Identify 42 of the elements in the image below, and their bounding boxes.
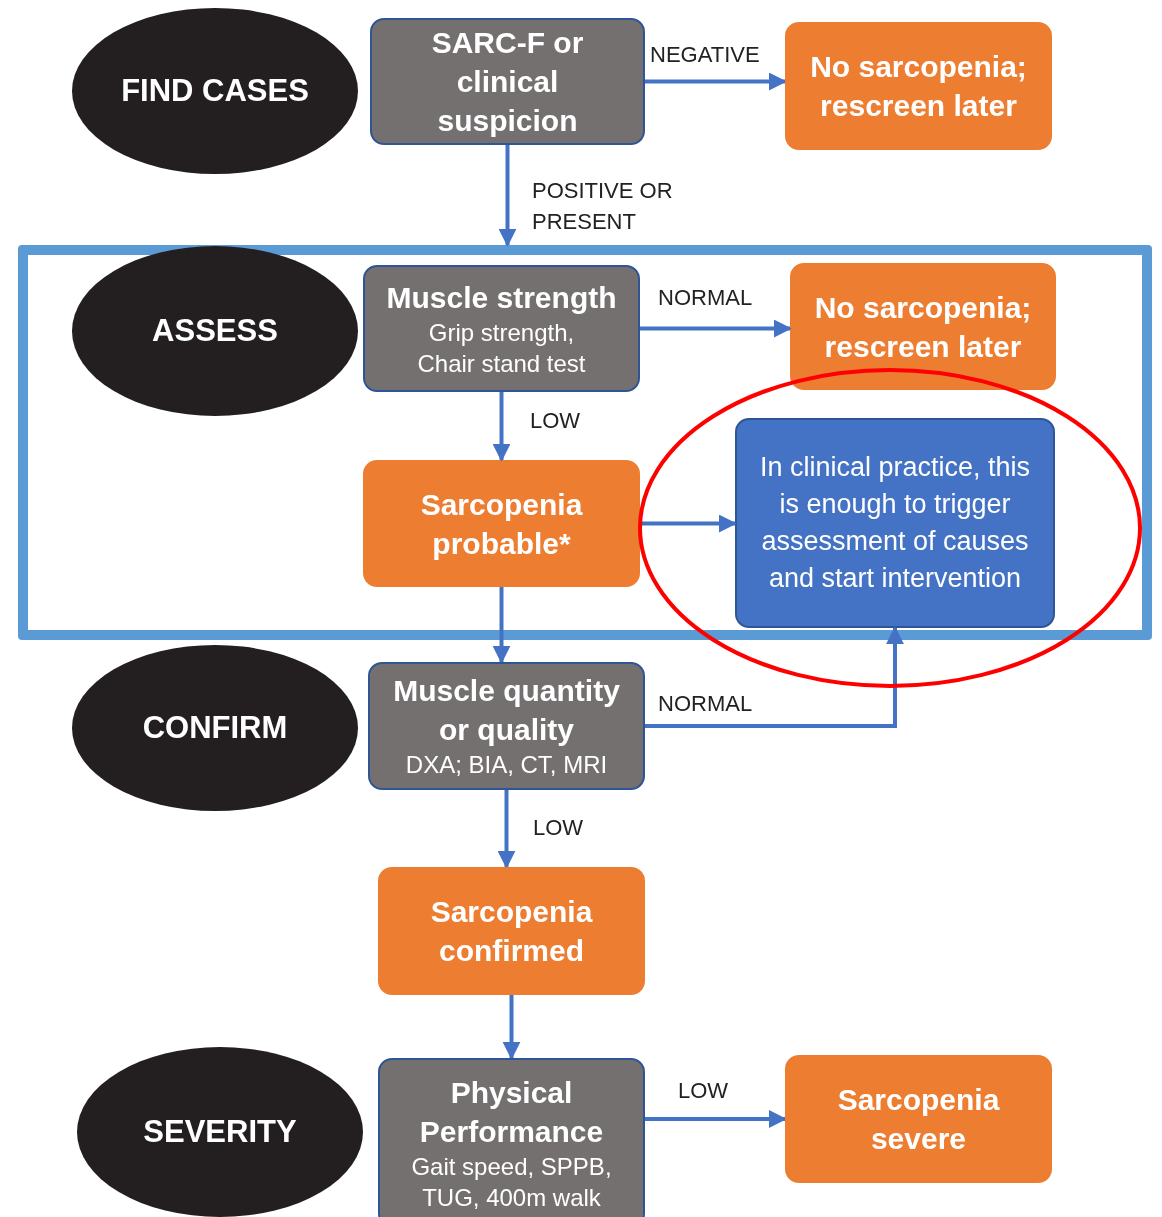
arrow xyxy=(492,392,511,462)
box-detail: Grip strength, Chair stand test xyxy=(416,317,587,379)
box-heading: Sarcopenia probable* xyxy=(419,486,584,562)
arrow xyxy=(645,72,787,91)
arrow xyxy=(640,514,737,533)
arrow xyxy=(640,319,792,338)
outcome-box xyxy=(378,867,645,995)
box-heading: Sarcopenia confirmed xyxy=(429,894,594,969)
note-text: In clinical practice, this is enough to trigger assessment of causes and start intervention xyxy=(758,450,1032,596)
box-heading: No sarcopenia; rescreen later xyxy=(809,49,1028,124)
outcome-box xyxy=(363,460,640,587)
box-heading: SARC-F or clinical suspicion xyxy=(430,25,585,139)
stage-label: SEVERITY xyxy=(143,1114,297,1150)
stage-ellipse xyxy=(72,645,358,811)
outcome-box xyxy=(790,263,1056,390)
stage-label: ASSESS xyxy=(152,313,278,349)
process-box xyxy=(378,1058,645,1217)
arrow xyxy=(497,790,516,869)
outcome-box xyxy=(785,1055,1052,1183)
box-heading: Muscle strength xyxy=(386,279,617,316)
box-detail: DXA; BIA, CT, MRI xyxy=(405,750,608,781)
box-detail: Gait speed, SPPB, TUG, 400m walk xyxy=(410,1151,613,1213)
stage-ellipse xyxy=(72,8,358,174)
process-box xyxy=(368,662,645,790)
box-heading: Sarcopenia severe xyxy=(836,1082,1001,1157)
stage-ellipse xyxy=(77,1047,363,1217)
arrow xyxy=(645,626,904,728)
box-heading: Muscle quantity or quality xyxy=(392,673,621,749)
stage-ellipse xyxy=(72,246,358,416)
arrow xyxy=(498,145,517,247)
process-box xyxy=(363,265,640,392)
arrow xyxy=(502,995,521,1060)
stage-label: CONFIRM xyxy=(142,710,288,746)
section-frame xyxy=(18,245,1152,640)
arrow xyxy=(492,587,511,664)
process-box xyxy=(370,18,645,145)
stage-label: FIND CASES xyxy=(121,73,309,109)
note-box xyxy=(735,418,1055,628)
box-heading: No sarcopenia; rescreen later xyxy=(813,289,1033,365)
box-heading: Physical Performance xyxy=(418,1074,605,1150)
outcome-box xyxy=(785,22,1052,150)
arrow xyxy=(645,1110,787,1128)
